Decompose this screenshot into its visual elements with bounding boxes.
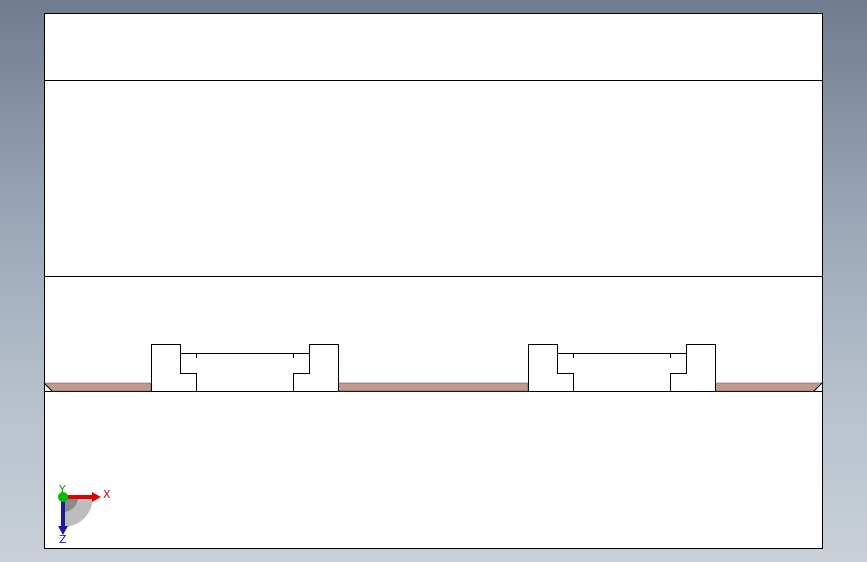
- y-axis-label: Y: [58, 483, 66, 496]
- section-strip-right: [714, 382, 823, 392]
- stepped-profile-left[interactable]: [151, 344, 339, 392]
- x-axis-arrowhead: [92, 492, 101, 502]
- z-axis-label: Z: [59, 533, 67, 546]
- section-strip-center: [337, 382, 529, 392]
- chamfer-left-line: [43, 382, 53, 392]
- z-axis-arrowhead: [58, 526, 68, 535]
- model-boundary: [44, 13, 823, 549]
- y-axis-dot: [58, 492, 68, 502]
- section-strip-left: [43, 382, 152, 392]
- x-axis-label: X: [103, 488, 111, 501]
- stepped-profile-right[interactable]: [528, 344, 716, 392]
- chamfer-right-line: [813, 382, 823, 392]
- reference-triad: X Y Z: [58, 483, 111, 546]
- triad-shadow-inner: [63, 497, 78, 512]
